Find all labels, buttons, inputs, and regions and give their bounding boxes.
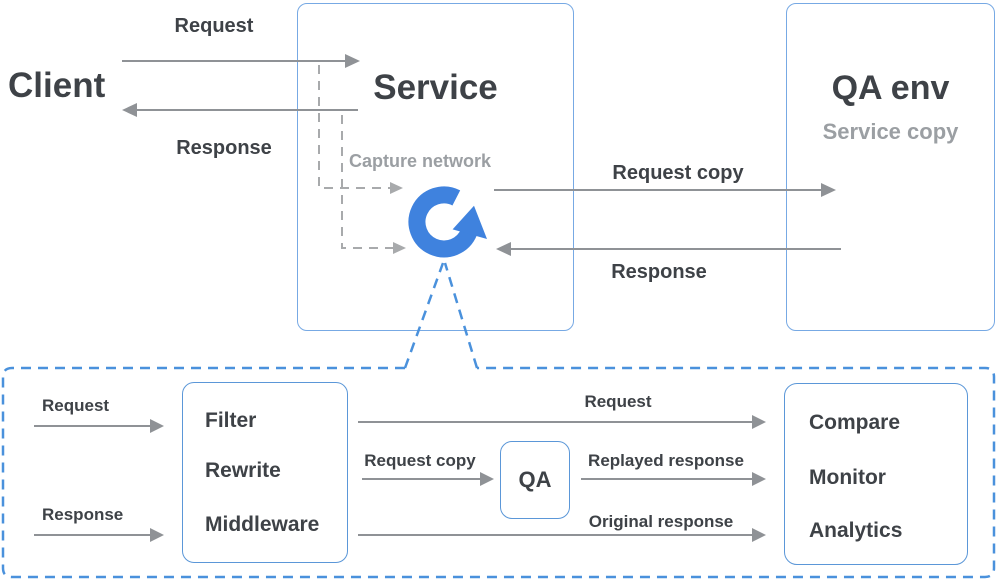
processor-box: Filter Rewrite Middleware: [182, 382, 348, 563]
replayed-response-arrow: [581, 472, 766, 486]
processor-item-middleware: Middleware: [205, 513, 320, 536]
processor-item-filter: Filter: [205, 409, 257, 432]
results-item-monitor: Monitor: [809, 466, 886, 489]
capture-network-label: Capture network: [349, 151, 492, 171]
request-flow-arrow: [358, 415, 766, 429]
qa-env-title: QA env: [831, 69, 950, 107]
request-copy-flow-arrow: [362, 472, 494, 486]
replayed-response-label: Replayed response: [588, 451, 744, 470]
results-box: Compare Monitor Analytics: [784, 383, 968, 565]
request-arrow-label: Request: [174, 15, 254, 37]
response-arrow-label: Response: [176, 137, 272, 159]
client-label: Client: [8, 66, 106, 105]
qa-env-box: [786, 3, 995, 331]
detail-request-arrow: [34, 419, 164, 433]
request-flow-label: Request: [584, 392, 652, 411]
detail-response-label: Response: [42, 505, 124, 524]
detail-request-label: Request: [42, 396, 110, 415]
request-copy-label: Request copy: [612, 162, 744, 184]
qa-env-subtitle: Service copy: [822, 119, 959, 144]
results-item-analytics: Analytics: [809, 519, 903, 542]
detail-response-arrow: [34, 528, 164, 542]
processor-item-rewrite: Rewrite: [205, 459, 281, 482]
request-copy-flow-label: Request copy: [364, 451, 476, 470]
original-response-label: Original response: [588, 512, 734, 531]
qa-detail-box: QA: [500, 441, 570, 519]
service-title: Service: [373, 68, 498, 107]
results-item-compare: Compare: [809, 411, 901, 434]
response-copy-label: Response: [611, 261, 707, 283]
qa-detail-label: QA: [518, 467, 552, 493]
